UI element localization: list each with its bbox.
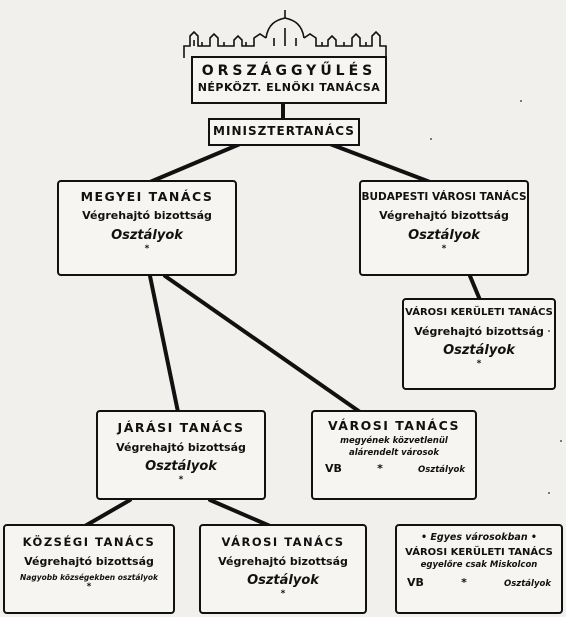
egyes-osztalyok: Osztályok xyxy=(504,579,551,590)
varosi-mid-line3: alárendelt városok xyxy=(348,448,440,459)
line-jarasi-varosi xyxy=(208,498,272,528)
line-megyei-varosi xyxy=(163,274,362,414)
jarasi-line2: Végrehajtó bizottság xyxy=(116,441,246,455)
varosi-bottom-title: VÁROSI TANÁCS xyxy=(221,535,345,549)
megyei-line3: Osztályok xyxy=(111,228,183,244)
scan-speck xyxy=(560,440,562,442)
parliament-title: ORSZÁGGYŰLÉS xyxy=(201,63,377,79)
budapest-star: * xyxy=(441,243,447,254)
kozsegi-line3: Nagyobb községekben osztályok xyxy=(20,572,158,582)
jarasi-line3: Osztályok xyxy=(145,459,217,475)
egyes-footer: VB * Osztályok xyxy=(397,571,561,590)
budapest-title: BUDAPESTI VÁROSI TANÁCS xyxy=(361,191,527,203)
egyes-vb: VB xyxy=(407,576,424,590)
jarasi-star: * xyxy=(178,474,184,485)
egyes-line3: egyelőre csak Miskolcon xyxy=(420,560,538,571)
line-megyei-jarasi xyxy=(148,274,180,414)
egyes-box: • Egyes városokban • VÁROSI KERÜLETI TAN… xyxy=(395,524,563,614)
egyes-line1: • Egyes városokban • xyxy=(421,532,537,543)
scan-speck xyxy=(520,100,522,102)
megyei-line2: Végrehajtó bizottság xyxy=(82,209,212,223)
scan-speck xyxy=(548,330,550,332)
kozsegi-star: * xyxy=(86,582,92,593)
egyes-star: * xyxy=(461,576,467,590)
scan-speck xyxy=(548,492,550,494)
megyei-title: MEGYEI TANÁCS xyxy=(80,189,214,204)
varosi-mid-vb: VB xyxy=(325,461,342,475)
megyei-star: * xyxy=(144,243,150,254)
varosi-bottom-star: * xyxy=(280,588,286,599)
jarasi-box: JÁRÁSI TANÁCS Végrehajtó bizottság Osztá… xyxy=(96,410,266,500)
line-ministers-budapest xyxy=(328,142,432,184)
line-ministers-megyei xyxy=(148,142,242,184)
kerulet-line3: Osztályok xyxy=(443,343,515,359)
parliament-box: ORSZÁGGYŰLÉS NÉPKÖZT. ELNÖKI TANÁCSA xyxy=(191,56,387,104)
varosi-mid-box: VÁROSI TANÁCS megyének közvetlenül aláre… xyxy=(311,410,477,500)
egyes-title: VÁROSI KERÜLETI TANÁCS xyxy=(405,546,553,558)
varosi-bottom-box: VÁROSI TANÁCS Végrehajtó bizottság Osztá… xyxy=(199,524,367,614)
varosi-mid-line2: megyének közvetlenül xyxy=(340,436,448,447)
ministers-box: MINISZTERTANÁCS xyxy=(208,118,360,146)
varosi-mid-osztalyok: Osztályok xyxy=(418,464,465,475)
ministers-title: MINISZTERTANÁCS xyxy=(213,124,355,138)
kerulet-title: VÁROSI KERÜLETI TANÁCS xyxy=(405,307,553,318)
line-budapest-kerulet xyxy=(468,274,482,302)
line-jarasi-kozsegi xyxy=(83,498,132,528)
varosi-mid-footer: VB * Osztályok xyxy=(313,459,475,476)
scan-speck xyxy=(430,138,432,140)
kerulet-star: * xyxy=(476,359,482,370)
kozsegi-box: KÖZSÉGI TANÁCS Végrehajtó bizottság Nagy… xyxy=(3,524,175,614)
varosi-bottom-line3: Osztályok xyxy=(247,572,319,588)
budapest-box: BUDAPESTI VÁROSI TANÁCS Végrehajtó bizot… xyxy=(359,180,529,276)
parliament-building-icon xyxy=(183,10,387,58)
kerulet-box: VÁROSI KERÜLETI TANÁCS Végrehajtó bizott… xyxy=(402,298,556,390)
varosi-bottom-line2: Végrehajtó bizottság xyxy=(218,555,348,569)
kozsegi-line2: Végrehajtó bizottság xyxy=(24,555,154,569)
kerulet-line2: Végrehajtó bizottság xyxy=(414,324,544,338)
jarasi-title: JÁRÁSI TANÁCS xyxy=(117,420,245,435)
varosi-mid-star: * xyxy=(377,461,383,475)
kozsegi-title: KÖZSÉGI TANÁCS xyxy=(22,535,156,549)
megyei-box: MEGYEI TANÁCS Végrehajtó bizottság Osztá… xyxy=(57,180,237,276)
varosi-mid-title: VÁROSI TANÁCS xyxy=(327,418,461,433)
budapest-line2: Végrehajtó bizottság xyxy=(379,209,509,223)
parliament-subtitle: NÉPKÖZT. ELNÖKI TANÁCSA xyxy=(197,81,381,95)
budapest-line3: Osztályok xyxy=(408,227,480,243)
